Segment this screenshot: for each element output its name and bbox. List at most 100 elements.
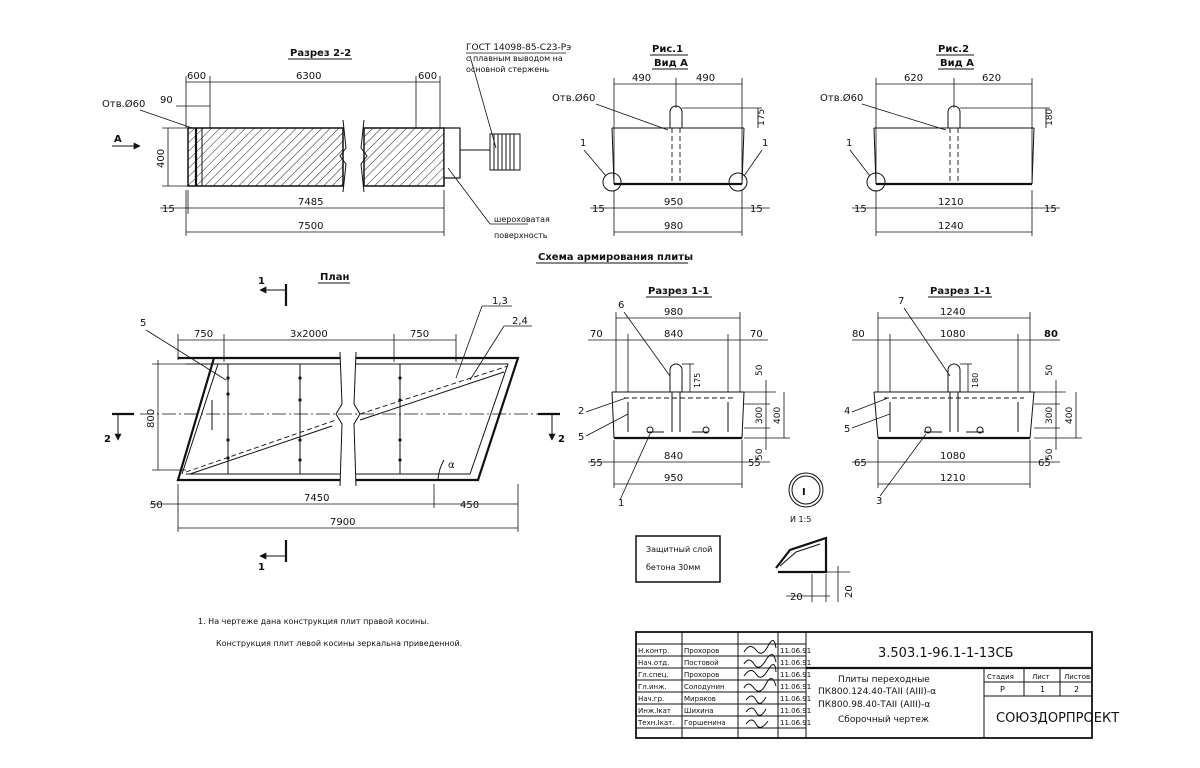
tb-date-3: 11.06.91 [780,683,811,691]
tb-name-3: Солодунин [684,683,725,691]
tb-desc-2: ПК800.124.40-ТАII (АIII)-α [818,687,936,697]
tb-stage-value: Р [1000,685,1005,694]
plan-title: План [320,272,349,283]
rough-note-2: поверхность [494,231,548,240]
dim-600-right: 600 [418,71,437,82]
tb-desc-4: Сборочный чертеж [838,715,929,725]
tb-role-4: Нач.гр. [638,695,664,703]
fig2-dim-620-left: 620 [904,73,923,84]
plan-len-7450: 7450 [304,493,329,504]
fig2-dim-180: 180 [1045,109,1055,126]
sec11b-title: Разрез 1-1 [930,286,991,297]
sec11b-dim-50-top: 50 [1045,364,1055,376]
tb-desc-3: ПК800.98.40-ТАII (АIII)-α [818,700,930,710]
fig1-title: Рис.1 [652,44,683,55]
dim-90: 90 [160,95,173,106]
detail-mark: I [802,487,806,498]
scheme-title: Схема армирования плиты [538,252,693,263]
section-2-2: Разрез 2-2 600 6300 600 90 Отв.Ø60 A 400 [102,43,571,240]
view-a-label: A [114,134,122,145]
sec11a-bot-950: 950 [664,473,683,484]
plan-width-800: 800 [146,409,157,428]
fig2-hole-label: Отв.Ø60 [820,92,863,104]
sec11b-dim-50-bottom: 50 [1045,448,1055,460]
rough-note-1: шероховатая [494,215,550,224]
fig1-mark-1-left: 1 [580,138,586,149]
gost-note-1: ГОСТ 14098-85-С23-Рэ [466,43,571,53]
sec11a-dim-55-left: 55 [590,458,603,469]
sec11a-mark-5: 5 [578,432,584,443]
fig1-dim-175: 175 [757,109,767,126]
fig1-dim-15-right: 15 [750,204,763,215]
tb-sheet-value: 1 [1040,685,1045,694]
sec11a-dim-400: 400 [773,407,783,424]
tb-date-6: 11.06.91 [780,719,811,727]
tb-date-4: 11.06.91 [780,695,811,703]
plan-len-7900: 7900 [330,517,355,528]
tb-name-0: Прохоров [684,647,719,655]
dim-15: 15 [162,204,175,215]
dim-600-left: 600 [187,71,206,82]
tb-name-6: Горшенина [684,719,726,727]
sec11a-dim-50-top: 50 [755,364,765,376]
plan-dim-750-left: 750 [194,329,213,340]
detail-scale: И 1:5 [790,515,811,524]
sec11a-dim-300: 300 [755,407,765,424]
note-line-2: Конструкция плит левой косины зеркальна … [216,639,462,648]
tb-date-5: 11.06.91 [780,707,811,715]
plan-dim-50: 50 [150,500,163,511]
len-7485: 7485 [298,197,323,208]
section-2-2-title: Разрез 2-2 [290,48,351,59]
sec11b-mark-3: 3 [876,496,882,507]
fig1-dim-490-right: 490 [696,73,715,84]
cover-line-2: бетона 30мм [646,563,700,572]
tb-sheets-header: Листов [1064,673,1090,681]
sec11b-mark-5: 5 [844,424,850,435]
tb-name-4: Миряков [684,695,716,703]
tb-role-1: Нач.отд. [638,659,669,667]
sec11b-dim-80-left: 80 [852,329,865,340]
section-1-1-b: Разрез 1-1 1240 80 1080 80 7 180 [844,286,1082,507]
sec11a-mark-2: 2 [578,406,584,417]
gost-note-2: с плавным выводом на [466,54,563,63]
len-7500: 7500 [298,221,323,232]
sec11b-dim-180: 180 [971,373,980,388]
section-1-1-a: Разрез 1-1 980 70 840 70 6 175 [578,286,790,509]
plan-alpha: α [448,460,455,471]
fig2-title: Рис.2 [938,44,969,55]
fig2-subtitle: Вид А [940,58,974,69]
sec11b-dim-65-right: 65 [1038,458,1051,469]
sec11b-top-1080: 1080 [940,329,965,340]
tb-role-2: Гл.спец. [638,671,669,679]
gost-note-3: основной стержень [466,65,549,74]
fig1-hole-label: Отв.Ø60 [552,92,595,104]
plan-dim-3x2000: 3x2000 [290,329,328,340]
sec11b-mark-7: 7 [898,296,904,307]
sec11b-dim-400: 400 [1065,407,1075,424]
tb-sheets-value: 2 [1074,685,1079,694]
tb-date-2: 11.06.91 [780,671,811,679]
sec11b-mark-4: 4 [844,406,850,417]
plan-cut-1-top: 1 [258,276,265,287]
fig1-len-980: 980 [664,221,683,232]
sec11b-top-1240: 1240 [940,307,965,318]
sec11a-dim-50-bottom: 50 [755,448,765,460]
tb-role-0: Н.контр. [638,647,669,655]
fig1-len-950: 950 [664,197,683,208]
title-block: Н.контр. Прохоров 11.06.91 Нач.отд. Пост… [635,631,1119,739]
fig1-dim-490-left: 490 [632,73,651,84]
tb-name-1: Постовой [684,659,719,667]
sec11a-title: Разрез 1-1 [648,286,709,297]
fig1-dim-15-left: 15 [592,204,605,215]
detail-dim-20-h: 20 [790,592,803,603]
tb-role-3: Гл.инж. [638,683,667,691]
tb-date-1: 11.06.91 [780,659,811,667]
sec11b-bot-1210: 1210 [940,473,965,484]
hole-label: Отв.Ø60 [102,98,145,110]
notes: 1. На чертеже дана конструкция плит прав… [198,617,462,648]
cover-line-1: Защитный слой [646,545,712,554]
sec11a-dim-70-right: 70 [750,329,763,340]
sec11b-dim-300: 300 [1045,407,1055,424]
note-line-1: 1. На чертеже дана конструкция плит прав… [198,617,429,626]
sec11b-bot-1080: 1080 [940,451,965,462]
